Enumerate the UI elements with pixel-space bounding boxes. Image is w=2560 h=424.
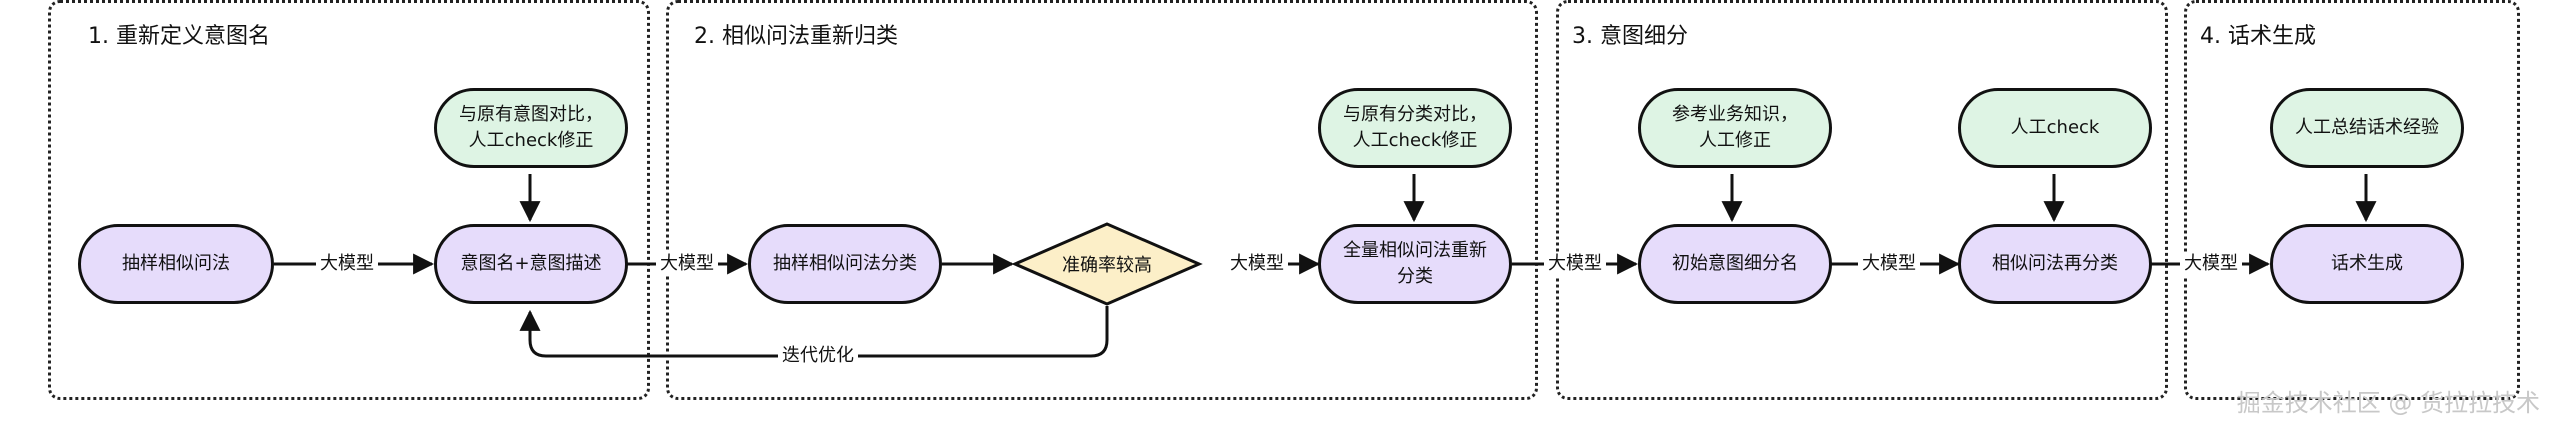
stage-1-title: 1. 重新定义意图名 (88, 24, 270, 49)
node-sample-similar: 抽样相似问法 (78, 224, 274, 304)
node-full-reclassify: 全量相似问法重新 分类 (1318, 224, 1512, 304)
node-summarize-experience: 人工总结话术经验 (2270, 88, 2464, 168)
edge-label-iterate: 迭代优化 (778, 344, 858, 368)
node-manual-check: 人工check (1958, 88, 2152, 168)
decision-diamond (1011, 222, 1203, 306)
edge-label-llm-2: 大模型 (656, 252, 718, 276)
edge-label-llm-1: 大模型 (316, 252, 378, 276)
node-script-gen: 话术生成 (2270, 224, 2464, 304)
node-accuracy-high: 准确率较高 (1062, 255, 1152, 276)
node-compare-original-class: 与原有分类对比， 人工check修正 (1318, 88, 1512, 168)
watermark: 掘金技术社区 @ 货拉拉技术 (2236, 389, 2540, 417)
node-compare-original-intent: 与原有意图对比， 人工check修正 (434, 88, 628, 168)
node-sample-classify: 抽样相似问法分类 (748, 224, 942, 304)
stage-2-title: 2. 相似问法重新归类 (694, 24, 898, 49)
node-intent-name-desc: 意图名+意图描述 (434, 224, 628, 304)
stage-4-title: 4. 话术生成 (2200, 24, 2316, 49)
edge-label-llm-3: 大模型 (1226, 252, 1288, 276)
stage-4-box (2184, 0, 2520, 400)
edge-label-llm-4: 大模型 (1544, 252, 1606, 276)
edge-label-llm-5: 大模型 (1858, 252, 1920, 276)
stage-1-box (48, 0, 650, 400)
edge-label-llm-6: 大模型 (2180, 252, 2242, 276)
node-reclassify: 相似问法再分类 (1958, 224, 2152, 304)
node-ref-business: 参考业务知识， 人工修正 (1638, 88, 1832, 168)
stage-3-title: 3. 意图细分 (1572, 24, 1688, 49)
stage-3-box (1556, 0, 2168, 400)
stage-2-box (666, 0, 1538, 400)
node-initial-subdivide: 初始意图细分名 (1638, 224, 1832, 304)
